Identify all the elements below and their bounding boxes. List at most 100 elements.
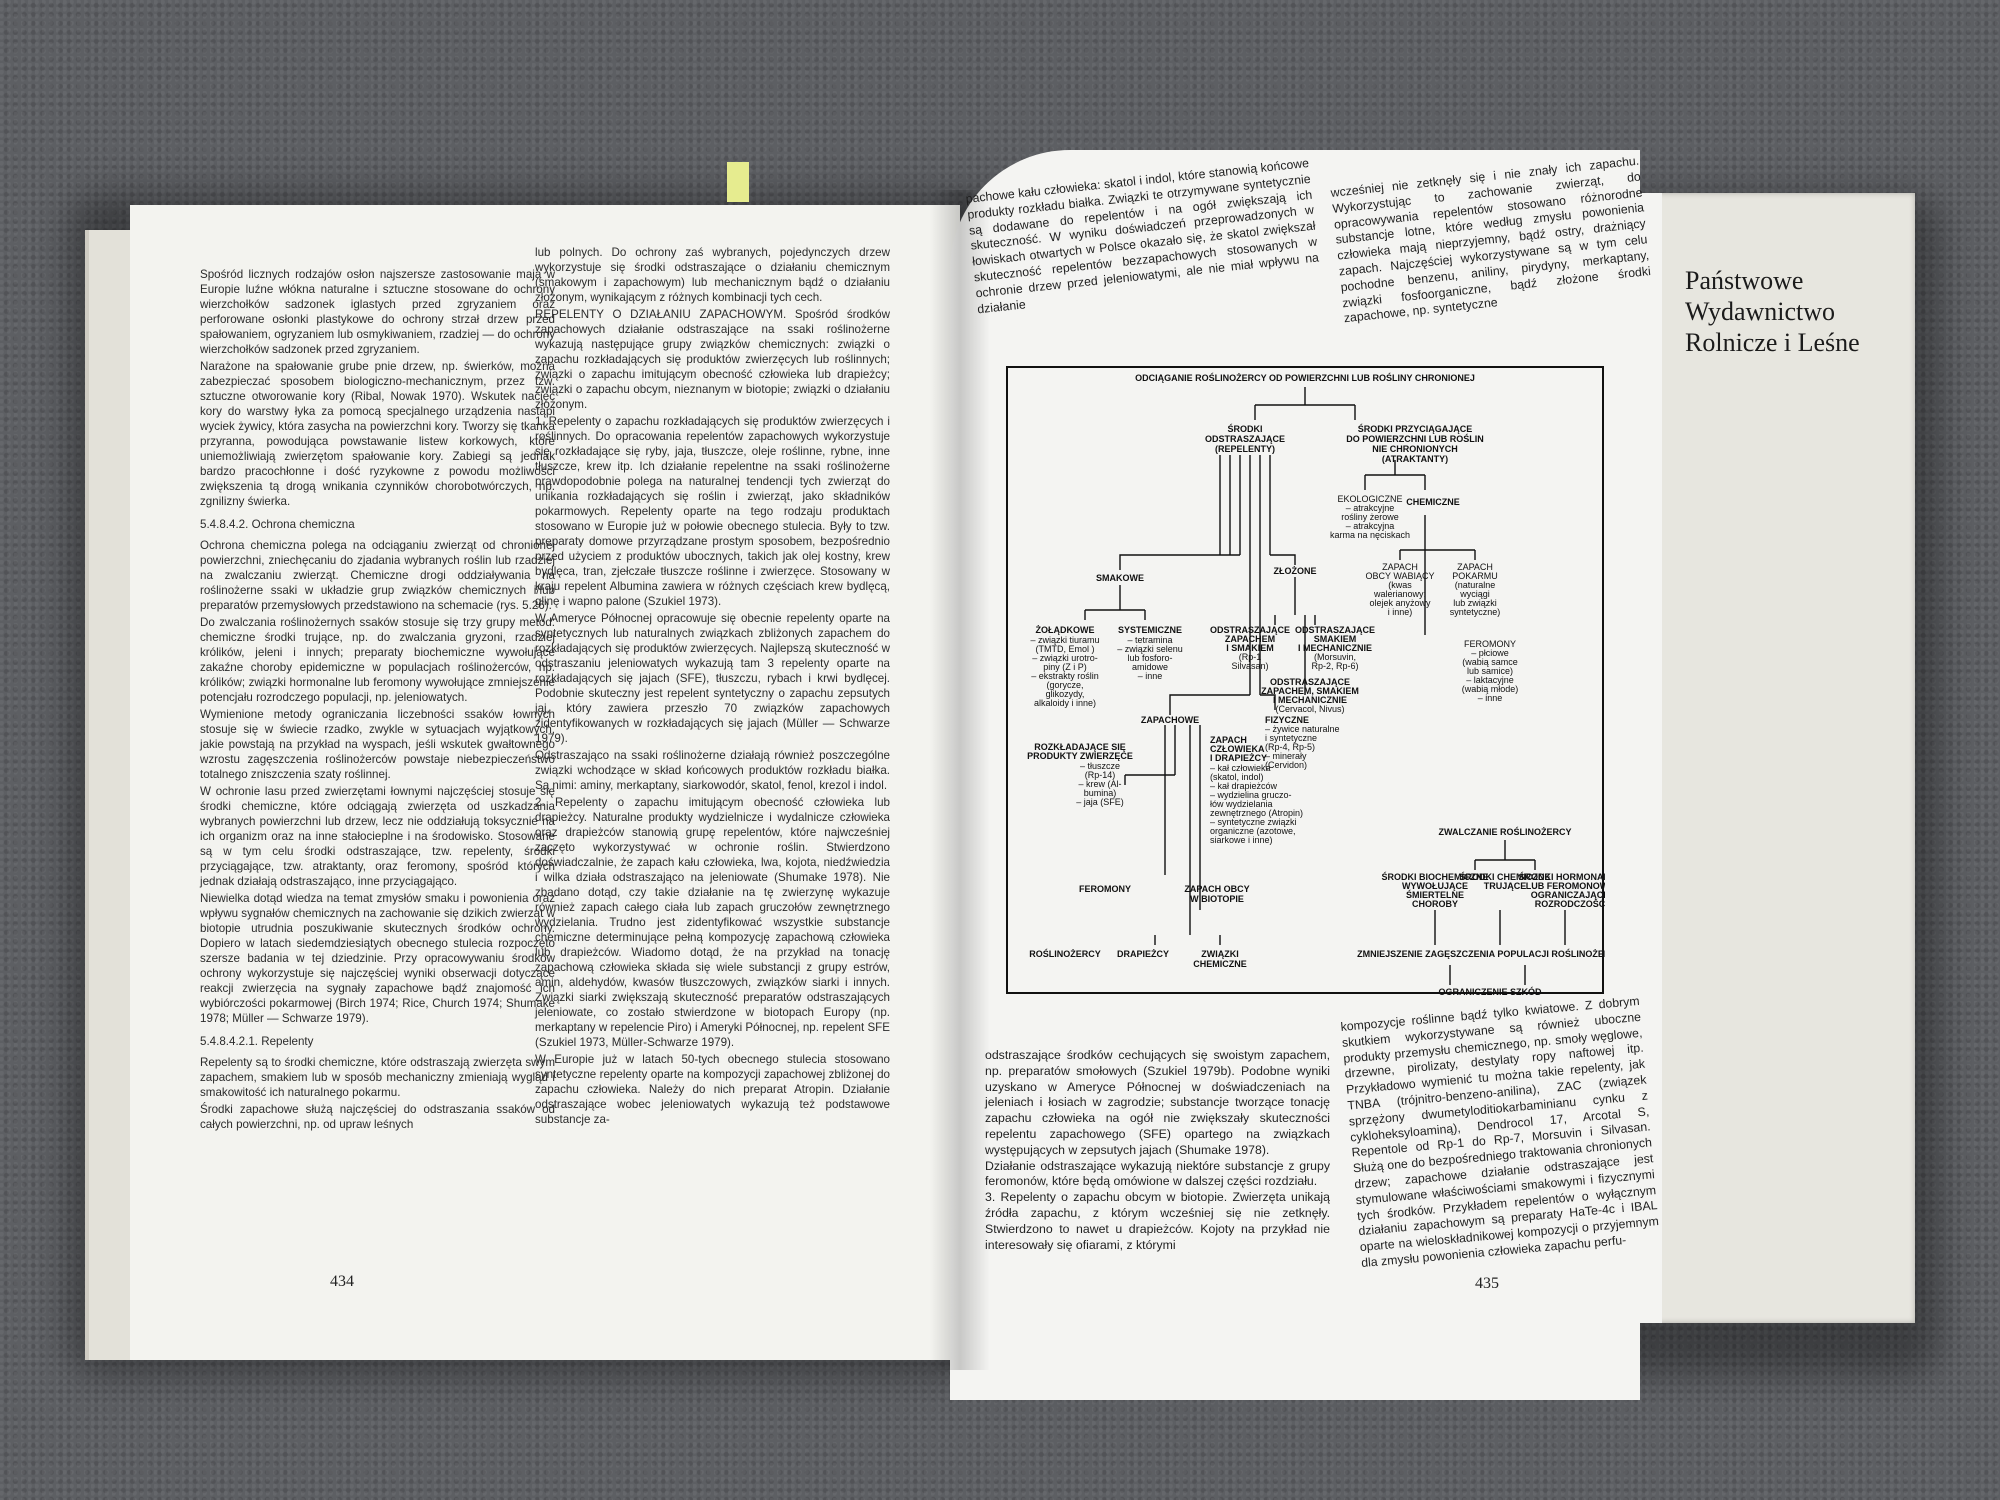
paragraph: Repelenty są to środki chemiczne, które …: [200, 1056, 555, 1099]
node-line: – związki selenu: [1117, 644, 1183, 654]
node-line: (Morsuvin,: [1314, 652, 1356, 662]
node-line: (ATRAKTANTY): [1382, 454, 1448, 464]
node-zmniejszenie: ZMNIEJSZENIE ZAGĘSZCZENIA POPULACJI ROŚL…: [1357, 948, 1605, 959]
node-line: Silvasan): [1231, 661, 1268, 671]
node-line: siarkowe i inne): [1210, 835, 1273, 845]
paragraph: Niewielka dotąd wiedza na temat zmysłów …: [200, 892, 555, 1025]
node-line: wyciągi: [1459, 589, 1490, 599]
node-line: – żywice naturalne: [1265, 724, 1340, 734]
publisher-name: Państwowe Wydawnictwo Rolnicze i Leśne: [1685, 265, 1905, 358]
node-line: amidowe: [1132, 662, 1168, 672]
paragraph: W Europie już w latach 50-tych obecnego …: [535, 1053, 890, 1126]
node-line: ODSTRASZAJĄCE: [1270, 677, 1350, 687]
left-page: Spośród licznych rodzajów osłon najszers…: [130, 205, 960, 1360]
node-line: – laktacyjne: [1466, 675, 1514, 685]
node-line: karma na nęciskach: [1330, 530, 1410, 540]
node-line: – minerały: [1265, 751, 1307, 761]
node-line: NIE CHRONIONYCH: [1372, 444, 1458, 454]
paragraph: W ochronie lasu przed zwierzętami łownym…: [200, 785, 555, 888]
section-heading: 5.4.8.4.2.1. Repelenty: [200, 1035, 314, 1048]
node-line: alkaloidy i inne): [1034, 698, 1096, 708]
node-line: lub fosforo-: [1127, 653, 1172, 663]
book-cover: [1630, 193, 1915, 1323]
node-line: POKARMU: [1452, 571, 1498, 581]
node-line: – związki tiuramu: [1030, 635, 1099, 645]
node-line: – kał drapieżców: [1210, 781, 1278, 791]
node-line: (TMTD, Emol ): [1036, 644, 1095, 654]
node-line: (Cervidon): [1265, 760, 1307, 770]
node-line: (Rp-1: [1239, 652, 1262, 662]
node-line: ZAPACHEM, SMAKIEM: [1261, 686, 1359, 696]
node-line: łów wydzielania: [1210, 799, 1273, 809]
node-line: ZWIĄZKI: [1201, 949, 1239, 959]
node-line: ROZKŁADAJĄCE SIĘ: [1034, 742, 1126, 752]
node-line: FIZYCZNE: [1265, 715, 1309, 725]
node-line: – związki urotro-: [1032, 653, 1098, 663]
node-line: SMAKIEM: [1314, 634, 1357, 644]
node-line: (skatol, indol): [1210, 772, 1264, 782]
right-page: [950, 150, 1640, 1400]
node-zoladkowe: ŻOŁĄDKOWE– związki tiuramu(TMTD, Emol )–…: [1030, 625, 1099, 708]
repellent-flowchart: ODCIĄGANIE ROŚLINOŻERCY OD POWIERZCHNI L…: [1006, 366, 1606, 995]
node-line: CHOROBY: [1412, 899, 1458, 909]
bookmark-tab: [727, 162, 749, 202]
node-line: ZAPACH OBCY: [1184, 884, 1249, 894]
node-ograniczenie-szkod: OGRANICZENIE SZKÓD: [1438, 986, 1542, 995]
node-line: (naturalne: [1455, 580, 1496, 590]
node-line: ŚRODKI HORMONALNE: [1519, 871, 1606, 882]
node-line: OGRANICZAJĄCE: [1531, 890, 1605, 900]
node-line: olejek anyżowy: [1369, 598, 1431, 608]
node-line: TRUJĄCE: [1484, 881, 1527, 891]
paragraph: Działanie odstraszające wykazują niektór…: [985, 1158, 1330, 1189]
node-feromony: FEROMONY: [1079, 884, 1131, 894]
node-line: CHEMICZNE: [1193, 959, 1247, 969]
node-systemiczne: SYSTEMICZNE– tetramina– związki selenulu…: [1117, 625, 1183, 681]
node-line: LUB FEROMONOWE: [1526, 881, 1605, 891]
page-number-right: 435: [1475, 1275, 1499, 1292]
node-line: EKOLOGICZNE: [1337, 494, 1402, 504]
node-line: ROZRODCZOŚĆ: [1535, 898, 1605, 909]
node-line: ŚRODKI BIOCHEMICZNE: [1381, 871, 1488, 882]
node-line: SYSTEMICZNE: [1118, 625, 1182, 635]
node-line: i syntetyczne: [1265, 733, 1317, 743]
node-line: rośliny żerowe: [1341, 512, 1399, 522]
node-zlozone: ZŁOŻONE: [1274, 566, 1317, 576]
node-line: ZAPACH: [1457, 562, 1493, 572]
paragraph: Do zwalczania roślinożernych ssaków stos…: [200, 616, 555, 704]
node-line: DO POWIERZCHNI LUB ROŚLIN: [1346, 433, 1484, 444]
paragraph: lub polnych. Do ochrony zaś wybranych, p…: [535, 246, 890, 304]
node-line: (Rp-4, Rp-5): [1265, 742, 1315, 752]
node-line: (kwas: [1388, 580, 1412, 590]
node-line: – atrakcyjna: [1346, 521, 1395, 531]
node-line: ŚRODKI CHEMICZNE: [1459, 871, 1550, 882]
paragraph: W Ameryce Północnej opracowuje się obecn…: [535, 612, 890, 745]
left-column-1: Spośród licznych rodzajów osłon najszers…: [200, 267, 555, 1134]
publisher-line-1: Państwowe: [1685, 266, 1804, 295]
paragraph: 2. Repelenty o zapachu imitującym obecno…: [535, 796, 890, 1049]
node-line: – inne: [1478, 693, 1503, 703]
node-line: WYWOŁUJĄCE: [1402, 881, 1468, 891]
node-line: ZAPACH: [1382, 562, 1418, 572]
page-number-left: 434: [330, 1273, 354, 1290]
paragraph: Odstraszająco na ssaki roślinożerne dzia…: [535, 749, 890, 792]
paragraph: 3. Repelenty o zapachu obcym w biotopie.…: [985, 1190, 1330, 1252]
left-column-2: lub polnych. Do ochrony zaś wybranych, p…: [535, 245, 890, 1129]
node-line: (Cervacol, Nivus): [1275, 704, 1344, 714]
node-line: – inne: [1138, 671, 1163, 681]
node-line: – syntetyczne związki: [1210, 817, 1297, 827]
node-line: PRODUKTY ZWIERZĘCE: [1027, 751, 1133, 761]
node-line: (wabią samce: [1462, 657, 1518, 667]
book-gutter: [930, 190, 990, 1370]
node-line: syntetyczne): [1450, 607, 1501, 617]
